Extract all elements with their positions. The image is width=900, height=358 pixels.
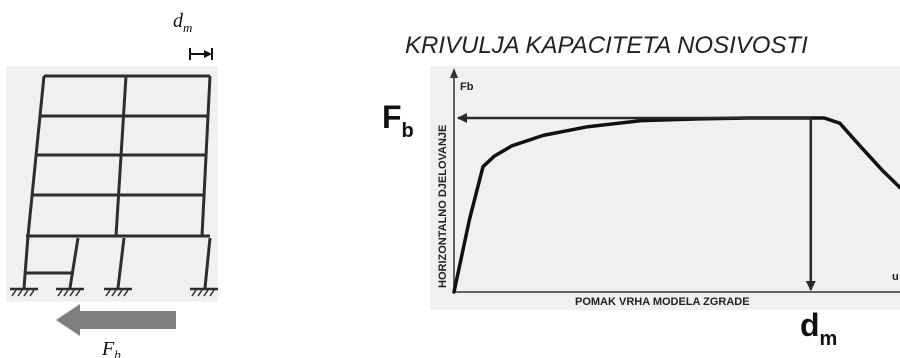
chart-title: KRIVULJA KAPACITETA NOSIVOSTI [405, 32, 808, 59]
frame-displacement-label: dm [173, 10, 192, 35]
frame-force-label: Fb [101, 338, 121, 358]
support-icon [56, 287, 84, 297]
frame-diagram: dm [6, 10, 218, 358]
support-icon [190, 287, 218, 297]
y-axis-arrow-icon [450, 68, 458, 78]
frame-ground-column-2 [68, 237, 80, 289]
base-shear-arrow-icon [56, 304, 176, 336]
y-axis-symbol: Fb [460, 81, 474, 93]
frame-supports [10, 287, 218, 297]
frame-ground-column-3 [116, 237, 126, 289]
force-marker-label: Fb [382, 99, 414, 142]
chart-background-panel [430, 66, 900, 310]
displacement-marker-label: dm [800, 307, 837, 350]
frame-ground-column-1 [22, 235, 30, 289]
chart-axes [450, 68, 900, 293]
displacement-indicator-icon [189, 48, 213, 60]
support-icon [10, 287, 38, 297]
capacity-curve-diagram: KRIVULJA KAPACITETA NOSIVOSTI Fb u HORIZ… [382, 32, 900, 350]
x-axis-label: POMAK VRHA MODELA ZGRADE [575, 296, 750, 308]
support-icon [104, 287, 132, 297]
frame-ground-column-4 [203, 237, 212, 289]
frame-background-panel [6, 66, 218, 302]
capacity-curve-line [452, 116, 900, 294]
y-axis-label: HORIZONTALNO DJELOVANJE [437, 125, 449, 288]
x-axis-symbol: u [892, 271, 899, 283]
frame-members [22, 74, 212, 289]
